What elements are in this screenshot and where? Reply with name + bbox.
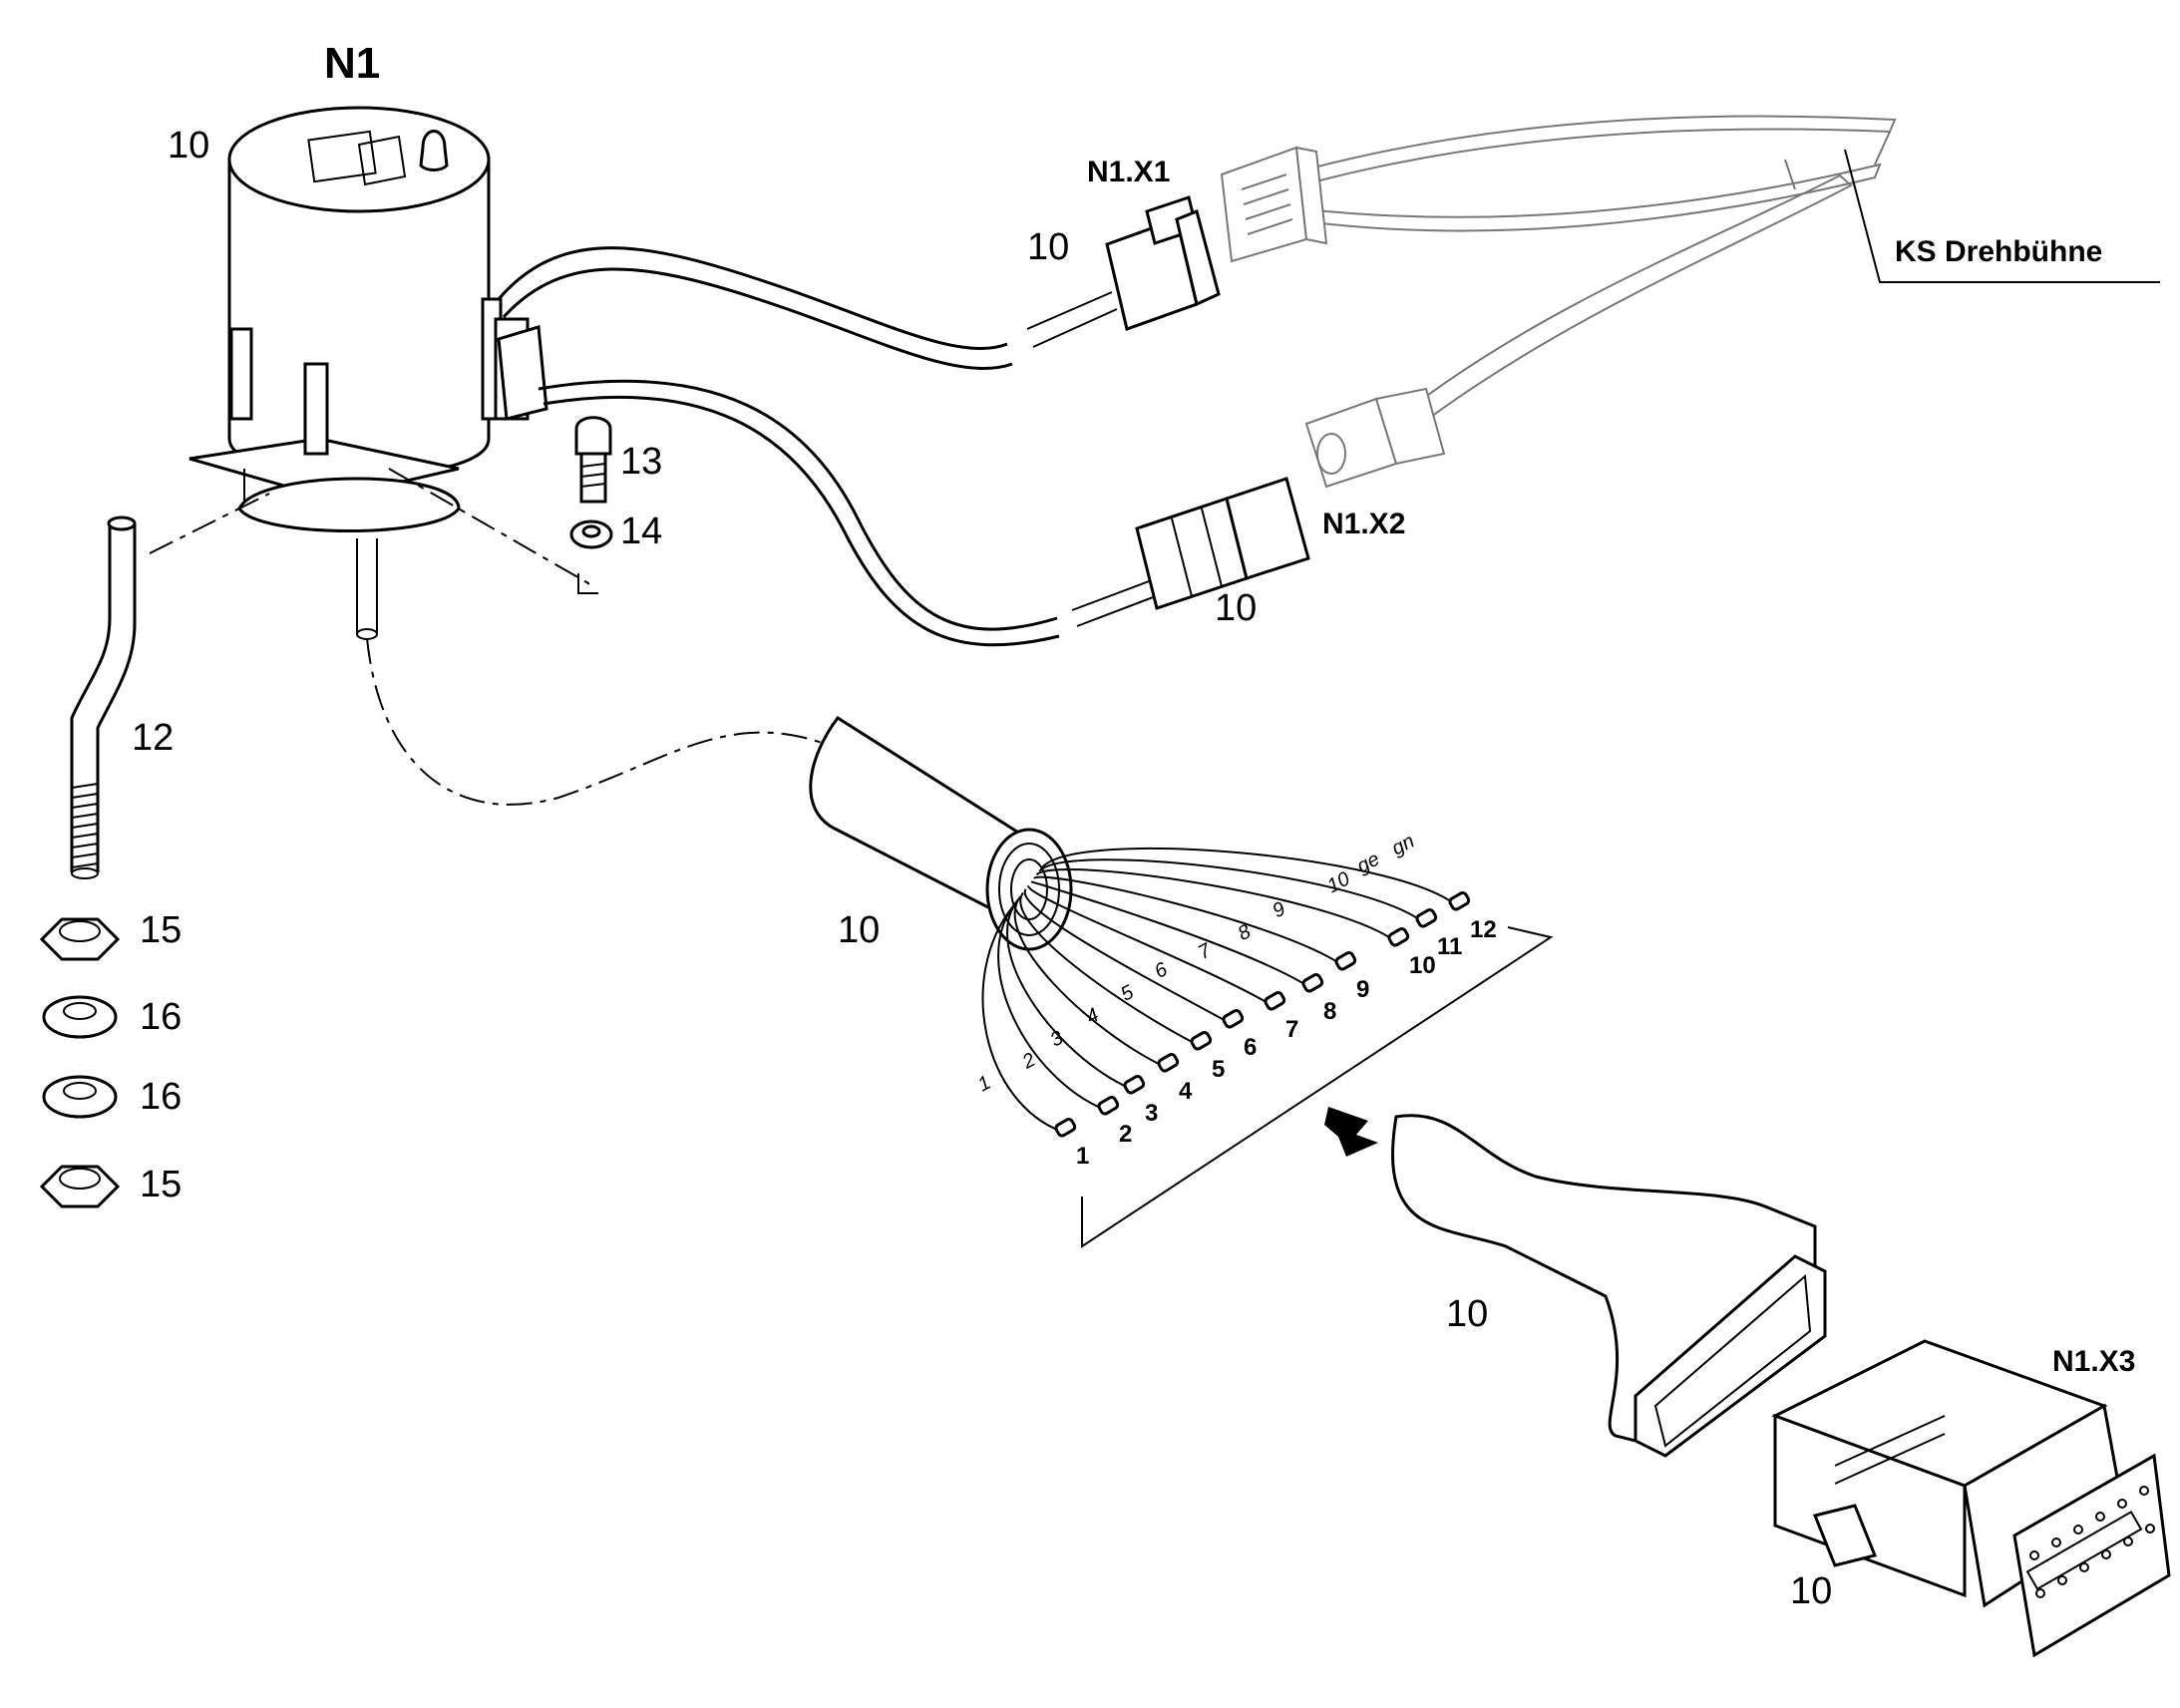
x3-hole — [2139, 1486, 2149, 1496]
pin-label-7: 7 — [1285, 1016, 1298, 1043]
ferrule-7 — [1264, 991, 1286, 1011]
label-washer-14: 14 — [620, 511, 662, 552]
ks-harness — [1220, 115, 1897, 489]
wire-11 — [1038, 858, 1424, 923]
bolt-13 — [574, 416, 612, 504]
wire-12 — [1041, 847, 1457, 906]
ks-leader-line — [1844, 149, 2160, 283]
label-n1-x2: N1.X2 — [1322, 508, 1405, 540]
washer-16-a — [42, 995, 118, 1039]
ferrule-2 — [1097, 1096, 1120, 1116]
x3-hole — [2035, 1588, 2045, 1598]
washer-14 — [569, 519, 613, 549]
label-x2-plug-10: 10 — [1215, 587, 1257, 629]
sensor-n1 — [188, 106, 548, 640]
wire-8 — [1030, 880, 1310, 988]
phantom-lines — [149, 468, 859, 806]
label-nut-15-bottom: 15 — [140, 1164, 182, 1205]
wire-mark-3: 3 — [1047, 1027, 1067, 1052]
label-bolt-13: 13 — [620, 441, 662, 483]
wire-7 — [1027, 884, 1272, 1006]
pin-label-12: 12 — [1470, 916, 1497, 943]
pin-label-5: 5 — [1212, 1056, 1225, 1083]
x3-hole — [2117, 1499, 2127, 1509]
wire-mark-1: 1 — [974, 1072, 994, 1097]
wire-6 — [1023, 888, 1231, 1024]
ferrule-1 — [1054, 1118, 1077, 1138]
label-n1-x1: N1.X1 — [1087, 156, 1170, 188]
label-n1: N1 — [324, 39, 380, 88]
wire-mark-11: ge — [1353, 848, 1383, 877]
pin-label-10: 10 — [1409, 952, 1436, 979]
label-washer-16-a: 16 — [140, 996, 182, 1038]
x3-hole — [2079, 1562, 2089, 1572]
wire-mark-6: 6 — [1151, 958, 1172, 983]
wire-3 — [1006, 899, 1132, 1090]
pin-bracket — [1081, 926, 1554, 1248]
pin-label-8: 8 — [1323, 998, 1336, 1025]
wire-4 — [1013, 895, 1166, 1068]
x3-hole — [2145, 1524, 2155, 1534]
label-x1-plug-10: 10 — [1027, 226, 1069, 268]
label-sensor-10: 10 — [168, 125, 209, 167]
x3-hole — [2123, 1537, 2133, 1546]
rubber-boot — [1391, 1114, 1827, 1458]
wire-10 — [1035, 868, 1396, 942]
label-n1-x3: N1.X3 — [2052, 1345, 2135, 1378]
x3-hole — [2029, 1550, 2039, 1560]
wire-1 — [981, 906, 1063, 1133]
ferrule-3 — [1123, 1075, 1146, 1095]
wire-mark-2: 2 — [1018, 1049, 1039, 1074]
wire-mark-10: 10 — [1323, 867, 1353, 897]
nut-15-top — [39, 917, 121, 961]
pin-label-11: 11 — [1437, 933, 1462, 960]
label-cable-10: 10 — [838, 909, 880, 951]
connector-x3 — [1771, 1339, 2171, 1658]
ferrule-11 — [1415, 908, 1438, 928]
direction-arrow-icon — [1324, 1107, 1378, 1157]
x3-pin-holes — [2029, 1486, 2155, 1598]
wire-bundle — [981, 847, 1471, 1138]
x3-hole — [2073, 1525, 2083, 1535]
cable-x2 — [538, 379, 1310, 647]
pin-label-4: 4 — [1179, 1078, 1193, 1105]
pin-label-3: 3 — [1145, 1100, 1158, 1127]
labels: N1 10 N1.X1 10 KS Drehbühne N1.X2 10 13 … — [132, 39, 2160, 1612]
label-ks-drehbuehne: KS Drehbühne — [1895, 235, 2102, 268]
label-boot-10: 10 — [1446, 1293, 1488, 1335]
ferrule-9 — [1334, 951, 1357, 971]
wire-2 — [997, 902, 1106, 1111]
pin-label-9: 9 — [1356, 976, 1369, 1003]
label-nut-15-top: 15 — [140, 909, 182, 951]
ferrule-6 — [1222, 1009, 1245, 1029]
cable-x1 — [497, 195, 1221, 371]
label-rod-12: 12 — [132, 717, 174, 759]
nut-15-bottom — [39, 1165, 121, 1208]
pin-label-1: 1 — [1076, 1143, 1089, 1170]
ferrule-12 — [1448, 891, 1471, 911]
wire-mark-5: 5 — [1117, 981, 1138, 1006]
wire-mark-4: 4 — [1082, 1004, 1102, 1029]
ferrule-8 — [1301, 973, 1324, 993]
x3-hole — [2051, 1537, 2061, 1547]
washer-16-b — [42, 1075, 118, 1119]
ferrule-4 — [1157, 1053, 1180, 1073]
wire-mark-12: gn — [1388, 831, 1418, 860]
wire-9 — [1033, 875, 1343, 966]
wire-5 — [1019, 891, 1199, 1046]
pin-label-6: 6 — [1244, 1034, 1257, 1061]
x3-hole — [2101, 1549, 2111, 1559]
label-x3-housing-10: 10 — [1790, 1570, 1832, 1612]
x3-hole — [2095, 1512, 2105, 1522]
x3-hole — [2057, 1575, 2067, 1585]
label-washer-16-b: 16 — [140, 1076, 182, 1118]
rod-12 — [70, 515, 137, 879]
wire-mark-8: 8 — [1235, 920, 1255, 945]
ferrule-5 — [1190, 1031, 1213, 1051]
pin-label-2: 2 — [1119, 1121, 1132, 1148]
ferrule-10 — [1387, 927, 1410, 947]
